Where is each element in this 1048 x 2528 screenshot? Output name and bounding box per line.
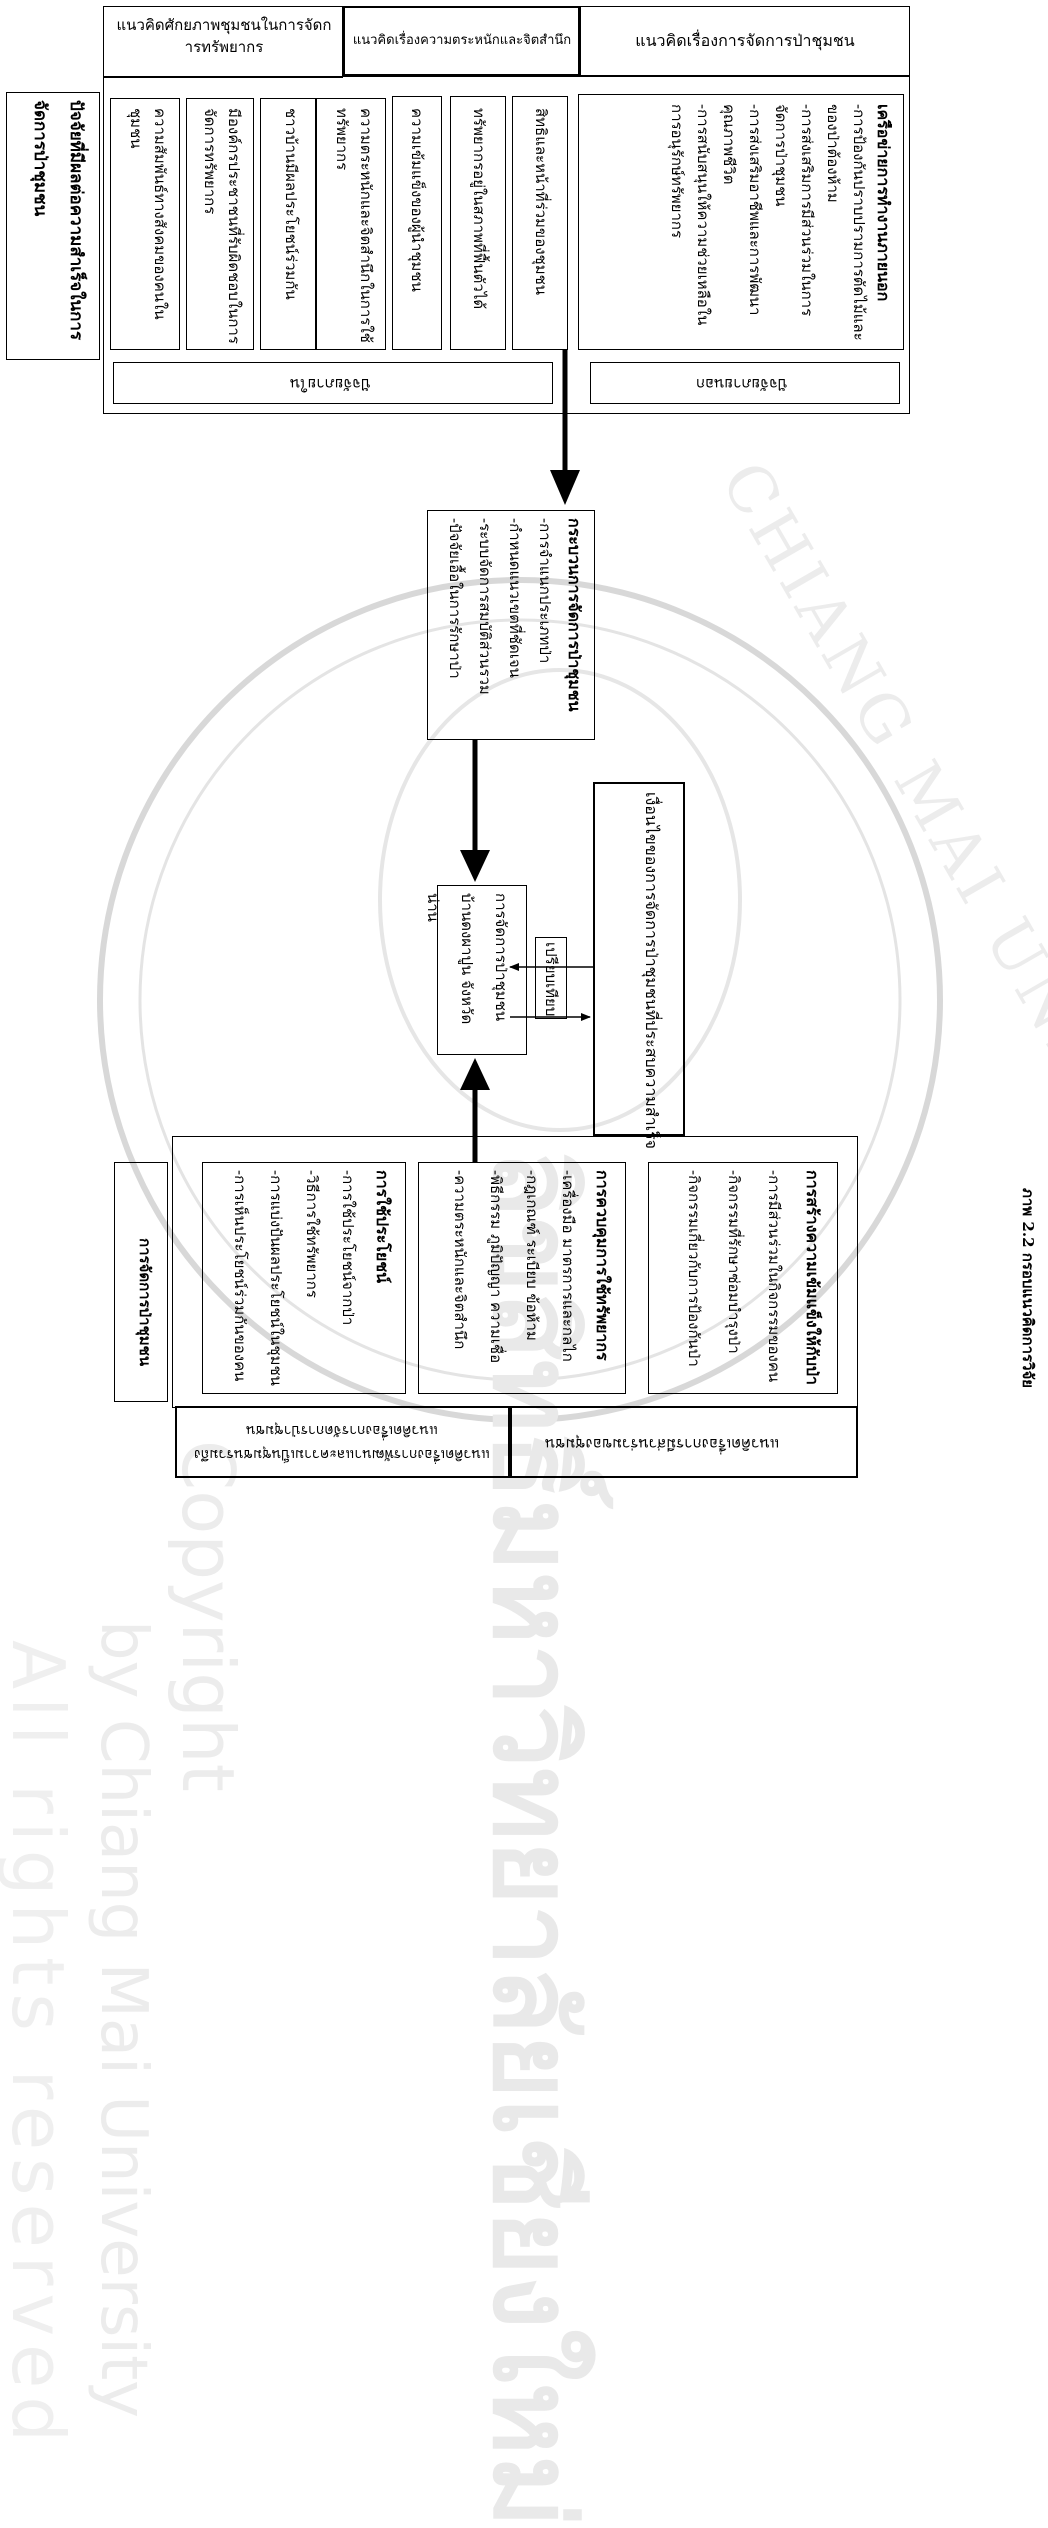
control-box — [418, 1162, 626, 1394]
factor-box-resource — [450, 96, 506, 350]
arrows — [460, 350, 593, 1162]
factor-box-leader — [392, 96, 442, 350]
external-factors-box — [590, 362, 900, 404]
factor-box-social — [110, 98, 180, 350]
header-potential: แนวคิดศักยภาพชุมชนในการจัดการทรัพยากร — [116, 16, 332, 56]
factor-box-rights — [512, 96, 568, 350]
arrowhead-factors-to-process — [550, 470, 580, 505]
strengthen-box — [648, 1162, 838, 1394]
factor-box-organization — [186, 98, 254, 350]
header-potential-box — [103, 6, 343, 78]
diagram: แนวคิดศักยภาพชุมชนในการจัดการทรัพยากร แน… — [6, 6, 1037, 1478]
process-box — [427, 510, 595, 740]
usage-box — [202, 1162, 406, 1394]
header-community-forest-box — [580, 6, 910, 76]
factor-box-shared-benefit — [260, 98, 316, 350]
header-awareness: แนวคิดเรื่องความตระหนักและจิตสำนึก — [352, 33, 572, 48]
header-community-forest: แนวคิดเรื่องการจัดการป่าชุมชน — [635, 31, 855, 50]
factor-box-awareness — [316, 98, 386, 350]
success-factors-box — [6, 92, 100, 360]
conditions-box — [593, 782, 685, 1136]
compare-box — [535, 937, 567, 1019]
internal-factors-box — [113, 362, 553, 404]
bottom-right-box — [510, 1406, 858, 1478]
factors-container — [103, 76, 910, 414]
header-awareness-box — [343, 6, 580, 76]
arrowhead-process-to-center — [460, 850, 490, 882]
external-network-box — [578, 94, 904, 350]
arrowhead-management-to-center — [460, 1058, 490, 1090]
cf-management-box — [114, 1162, 168, 1402]
center-box — [437, 885, 527, 1055]
bottom-left-box — [175, 1406, 510, 1478]
